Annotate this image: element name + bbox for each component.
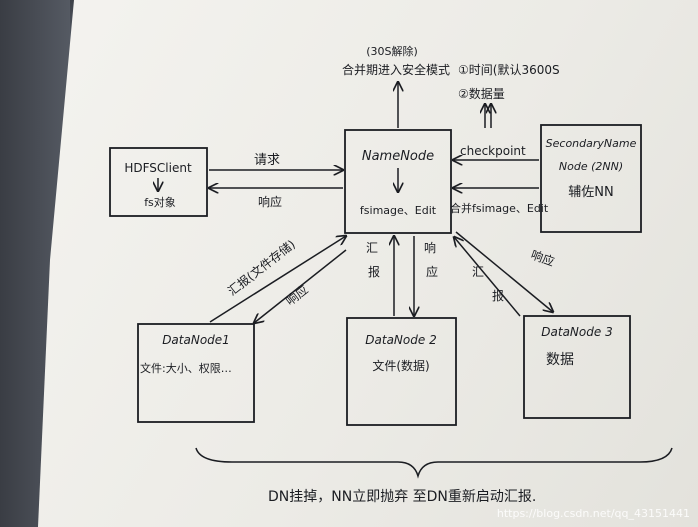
datanode-2-label: DataNode 2 (365, 333, 436, 347)
paper-sheet (38, 0, 698, 527)
hdfs-client-box (109, 147, 208, 217)
safemode-note-line1: (30S解除) (366, 44, 418, 58)
datanode-2-response-label-1: 响 (424, 240, 436, 255)
datanodes-brace (195, 447, 673, 479)
datanode-2-report-label-2: 报 (368, 264, 380, 279)
datanode-1-detail: 文件:大小、权限… (140, 361, 232, 375)
hdfs-client-label: HDFSClient (124, 161, 192, 175)
merge-label: 合并fsimage、Edit (450, 201, 549, 215)
datanode-2-box (346, 317, 457, 426)
secondary-namenode-node: SecondaryName Node (2NN) 辅佐NN (540, 124, 642, 233)
checkpoint-label: checkpoint (460, 144, 526, 158)
client-response-label: 响应 (258, 194, 282, 209)
datanode-3-report-arrow (454, 237, 521, 317)
datanode-3-label: DataNode 3 (541, 325, 612, 339)
checkpoint-condition-time: ①时间(默认3600S (458, 62, 560, 77)
secondary-namenode-box (540, 124, 642, 233)
datanode-3-response-arrow (455, 231, 553, 312)
secondary-namenode-line3: 辅佐NN (568, 185, 613, 200)
safemode-note: (30S解除) 合并期进入安全模式 (342, 44, 450, 128)
datanode-1-node: DataNode1 文件:大小、权限… (137, 323, 255, 423)
datanode-1-label: DataNode1 (162, 333, 230, 347)
namenode-node: NameNode fsimage、Edit (344, 129, 452, 234)
watermark: https://blog.csdn.net/qq_43151441 (497, 507, 690, 520)
safemode-note-line2: 合并期进入安全模式 (342, 62, 450, 77)
datanode-2-response-label-2: 应 (426, 264, 438, 279)
namenode-box (344, 129, 452, 234)
datanode-1-box (137, 323, 255, 423)
hdfs-client-object-label: fs对象 (144, 195, 176, 209)
footer-note: DN挂掉，NN立即抛弃 至DN重新启动汇报. (268, 489, 536, 505)
datanode-3-report-label-2: 报 (492, 288, 504, 303)
datanode-3-box (523, 315, 631, 419)
datanode-2-report-label-1: 汇 (366, 241, 378, 255)
secondary-namenode-line1: SecondaryName (546, 137, 637, 150)
datanode-3-report-label-1: 汇 (472, 265, 484, 279)
client-request-label: 请求 (254, 153, 280, 168)
datanode-3-detail: 数据 (546, 352, 574, 368)
datanode-2-detail: 文件(数据) (372, 358, 429, 373)
datanode-1-response-label: 响应 (283, 282, 311, 309)
datanode-1-response-arrow (254, 249, 347, 323)
hdfs-client-node: HDFSClient fs对象 (109, 147, 208, 217)
checkpoint-condition-data: ②数据量 (458, 86, 505, 101)
datanode-2-node: DataNode 2 文件(数据) (346, 317, 457, 426)
namenode-label: NameNode (362, 149, 434, 164)
datanode-3-response-label: 响应 (529, 247, 557, 269)
checkpoint-conditions: ①时间(默认3600S ②数据量 (458, 62, 560, 128)
secondary-namenode-line2: Node (2NN) (559, 160, 623, 173)
namenode-inner-label: fsimage、Edit (360, 204, 437, 217)
datanode-3-node: DataNode 3 数据 (523, 315, 631, 419)
datanode-1-report-arrow (209, 236, 346, 323)
